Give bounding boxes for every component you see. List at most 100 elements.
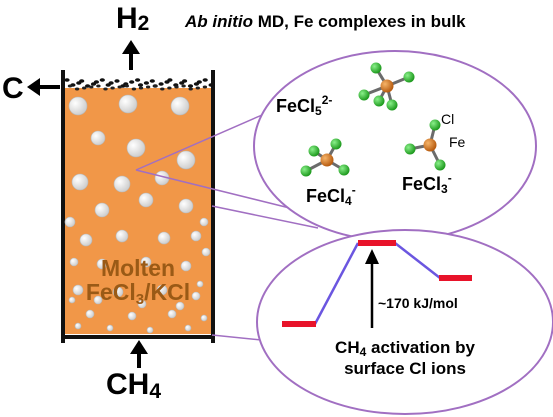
carbon-particle (145, 85, 151, 89)
carbon-particle (167, 78, 173, 82)
bubble (118, 94, 138, 114)
carbon-particle (174, 85, 179, 89)
h2-label: H2 (116, 2, 150, 35)
bubble (85, 309, 95, 319)
carbon-particle (153, 84, 158, 88)
chlorine-atom (429, 119, 441, 131)
chlorine-atom-label: Cl (441, 111, 455, 127)
carbon-particle (167, 86, 172, 90)
bubble (200, 314, 208, 322)
bubble (72, 284, 84, 296)
carbon-label: C (2, 72, 24, 105)
carbon-particle (182, 79, 188, 83)
energy-rise-line (313, 242, 360, 325)
carbon-particle (67, 84, 73, 88)
bubble (191, 291, 201, 301)
bubble (127, 311, 137, 321)
carbon-particle (135, 78, 141, 82)
barrier-energy-label: ~170 kJ/mol (378, 295, 458, 311)
bubble (175, 301, 185, 311)
bubble (68, 96, 88, 116)
bubble (115, 229, 129, 243)
bubble (106, 324, 114, 332)
figure-title: Ab initio MD, Fe complexes in bulk (185, 13, 466, 30)
fecl3-label: FeCl3- (402, 171, 452, 196)
carbon-particle (96, 84, 101, 88)
barrier-arrow-head (365, 249, 379, 264)
carbon-particle (181, 84, 186, 88)
chlorine-atom (308, 145, 320, 157)
iron-atom (380, 79, 394, 93)
bubble (140, 256, 152, 268)
bubble (126, 138, 146, 158)
carbon-particle (114, 79, 120, 83)
carbon-particle (158, 82, 164, 86)
fecl5-molecule (358, 62, 415, 111)
bubble (69, 257, 79, 267)
carbon-arrow (27, 78, 60, 96)
carbon-particle (208, 83, 214, 87)
h2-arrow (122, 40, 140, 70)
bubble (201, 247, 211, 257)
carbon-particle (108, 81, 114, 85)
fecl3-molecule (404, 119, 446, 171)
callout-line-upper-a (135, 114, 263, 171)
bubble (176, 150, 196, 170)
carbon-particle (138, 86, 144, 90)
carbon-particle (187, 84, 194, 88)
carbon-particle (110, 86, 115, 90)
bubble (178, 198, 194, 214)
bubble (137, 299, 147, 309)
carbon-particle (117, 85, 122, 89)
chlorine-atom (358, 89, 370, 101)
energy-fall-line (394, 242, 441, 279)
bubble (167, 309, 177, 319)
chlorine-atom (373, 95, 385, 107)
iron-atom-label: Fe (449, 134, 466, 150)
figure-title-rest: MD, Fe complexes in bulk (252, 12, 466, 31)
carbon-particle (82, 86, 87, 90)
carbon-particle (129, 80, 135, 84)
bubble (94, 202, 110, 218)
carbon-particle (160, 87, 165, 91)
carbon-particle (137, 83, 144, 87)
bubble (90, 130, 106, 146)
figure-title-italic: Ab initio (185, 12, 253, 31)
bubble (93, 295, 103, 305)
carbon-particle (74, 87, 80, 91)
fecl4-molecule (300, 138, 350, 177)
bubble (112, 286, 124, 298)
carbon-particle (188, 87, 193, 91)
methane-bubbles (64, 94, 211, 334)
carbon-particle (89, 85, 94, 89)
bubble (71, 173, 89, 191)
energy-callout-circle (256, 229, 553, 415)
carbon-particle (195, 86, 200, 90)
carbon-particle (196, 80, 202, 84)
bubble (184, 324, 192, 332)
bubble (74, 322, 82, 330)
carbon-particle (202, 85, 208, 89)
bubble (157, 231, 171, 245)
bubble (156, 284, 168, 296)
molten-salt-label: Molten FeCl3/KCl (85, 255, 191, 309)
chlorine-atom (330, 138, 342, 150)
bubble (113, 175, 131, 193)
carbon-particle (149, 79, 155, 83)
carbon-particle (143, 81, 149, 85)
carbon-particle (79, 79, 85, 83)
bubble (170, 96, 190, 116)
carbon-particle (131, 87, 137, 91)
bubble (68, 296, 76, 304)
bubble (190, 230, 202, 242)
ch4-arrow (130, 340, 148, 368)
carbon-particle (103, 87, 108, 91)
bubble (180, 260, 192, 272)
chlorine-atom (386, 99, 398, 111)
carbon-particle (202, 78, 208, 82)
bubble (64, 216, 76, 228)
callout-line-lower-a (211, 205, 319, 229)
fecl4-label: FeCl4- (306, 183, 356, 208)
chlorine-atom (300, 165, 312, 177)
